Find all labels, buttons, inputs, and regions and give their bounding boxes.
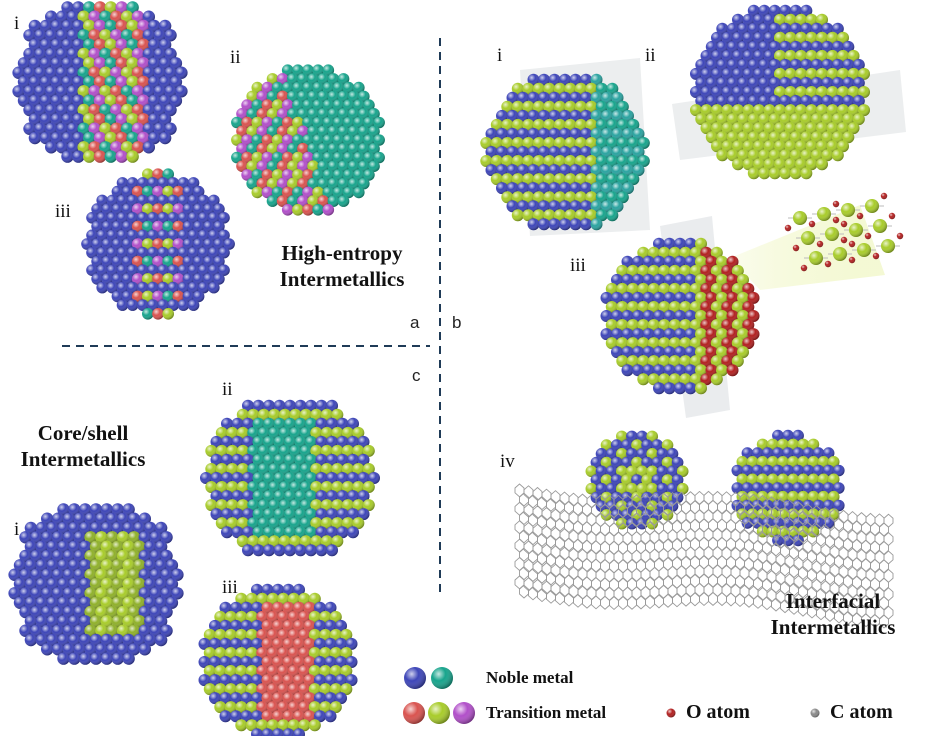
legend-c-atom: C atom <box>830 701 893 723</box>
nanoparticle-c-i <box>8 503 184 665</box>
label-a-i: i <box>14 13 20 34</box>
legend-swatch-oxygen <box>666 708 676 718</box>
legend-noble-metal: Noble metal <box>486 668 574 687</box>
legend-o-atom: O atom <box>686 701 750 723</box>
nanoparticle-b-i <box>480 73 650 231</box>
nanoparticle-b-iii <box>600 237 760 395</box>
label-a-ii: ii <box>230 47 241 68</box>
legend-swatch-transition-purple <box>453 702 475 724</box>
legend-swatch-transition-red <box>403 702 425 724</box>
nanoparticle-b-ii <box>690 4 870 180</box>
label-a-iii: iii <box>55 201 71 222</box>
graphene-sheet <box>514 483 894 629</box>
nanoparticle-a-iii <box>81 168 235 320</box>
legend-transition-metal: Transition metal <box>486 703 607 722</box>
title-interfacial: Interfacial Intermetallics <box>770 589 896 640</box>
nanoparticle-a-ii <box>231 64 385 216</box>
nanoparticle-b-iv-left <box>585 430 689 530</box>
legend-swatch-transition-green <box>428 702 450 724</box>
label-b-iv: iv <box>500 451 515 472</box>
panel-label-c: c <box>412 366 421 385</box>
panel-label-b: b <box>452 313 462 332</box>
title-high-entropy: High-entropy Intermetallics <box>279 241 405 292</box>
label-c-iii: iii <box>222 577 238 598</box>
legend-swatch-noble-blue <box>404 667 426 689</box>
label-c-i: i <box>14 519 20 540</box>
title-core-shell: Core/shell Intermetallics <box>20 421 146 472</box>
legend-swatch-noble-teal <box>431 667 453 689</box>
label-b-iii: iii <box>570 255 586 276</box>
label-b-i: i <box>497 45 503 66</box>
panel-label-a: a <box>410 313 420 332</box>
nanoparticle-a-i <box>12 1 188 163</box>
crystal-structure-inset <box>784 192 904 272</box>
nanoparticle-c-ii <box>200 399 380 557</box>
label-c-ii: ii <box>222 379 233 400</box>
label-b-ii: ii <box>645 45 656 66</box>
nanoparticle-c-iii <box>198 583 358 736</box>
legend-swatch-carbon <box>810 708 820 718</box>
